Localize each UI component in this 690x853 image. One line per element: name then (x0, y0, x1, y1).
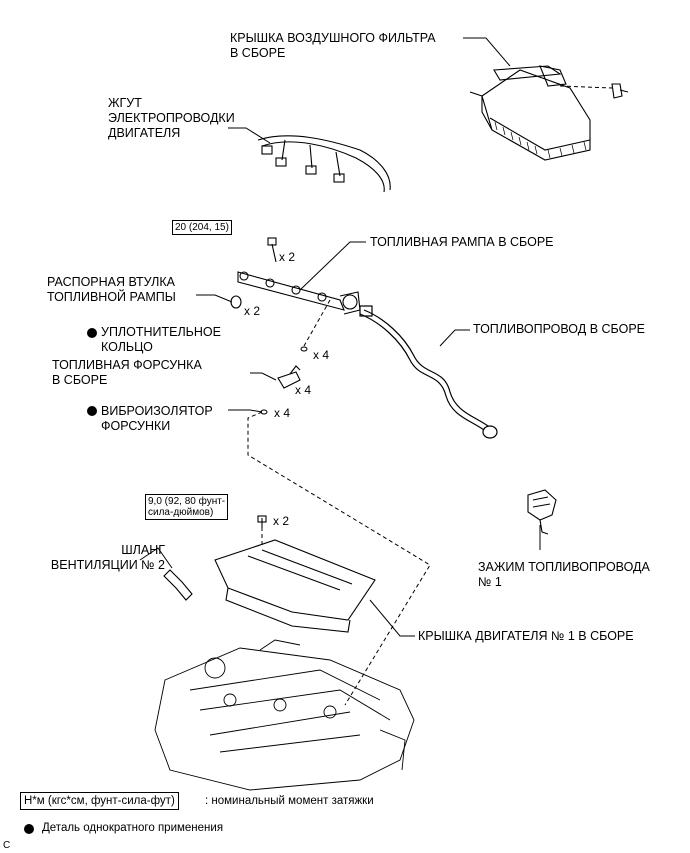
torque-box-rail-bolt: 20 (204, 15) (172, 220, 232, 235)
label-vent-hose-line2: ВЕНТИЛЯЦИИ № 2 (50, 558, 165, 572)
label-injector-line2: В СБОРЕ (52, 373, 108, 387)
non-reusable-dot-icon (87, 328, 97, 338)
qty-injector: x 4 (295, 383, 312, 397)
dashed-line-assembly (247, 411, 431, 706)
engine-cover-drawing (214, 515, 376, 633)
legend-torque-unit: Н*м (кгс*см, фунт-сила-фут) (20, 792, 179, 810)
label-insulator-line2: ФОРСУНКИ (101, 419, 171, 433)
torque-box-cover-nut-line2: сила-дюймов) (148, 507, 214, 518)
label-engine-cover: КРЫШКА ДВИГАТЕЛЯ № 1 В СБОРЕ (418, 629, 634, 643)
label-fuel-pipe: ТОПЛИВОПРОВОД В СБОРЕ (473, 322, 645, 336)
label-pipe-clamp: ЗАЖИМ ТОПЛИВОПРОВОДА № 1 (478, 560, 650, 590)
fuel-pipe-drawing (359, 305, 498, 439)
qty-o-ring: x 4 (313, 348, 330, 362)
label-o-ring-line1: УПЛОТНИТЕЛЬНОЕ (101, 325, 221, 339)
corner-mark: C (3, 840, 11, 851)
label-rail-spacer: РАСПОРНАЯ ВТУЛКА ТОПЛИВНОЙ РАМПЫ (47, 275, 176, 305)
label-insulator-line1: ВИБРОИЗОЛЯТОР (101, 404, 213, 418)
ventilation-hose-drawing (163, 569, 193, 601)
qty-spacer: x 2 (244, 304, 261, 318)
leader-insulator (228, 409, 263, 413)
engine-wire-harness-drawing (257, 135, 391, 193)
label-engine-wire-line3: ДВИГАТЕЛЯ (108, 126, 181, 140)
o-ring-drawing (300, 346, 308, 352)
label-pipe-clamp-line1: ЗАЖИМ ТОПЛИВОПРОВОДА (478, 560, 650, 574)
label-air-filter-cap-line1: КРЫШКА ВОЗДУШНОГО ФИЛЬТРА (230, 31, 436, 45)
leader-engine-cover (369, 599, 415, 637)
leader-engine-wire (228, 127, 271, 144)
qty-insulator: x 4 (274, 406, 291, 420)
label-rail-spacer-line1: РАСПОРНАЯ ВТУЛКА (47, 275, 175, 289)
legend-non-reusable: Деталь однократного применения (42, 822, 224, 834)
legend-non-reusable-dot-icon (24, 824, 34, 834)
qty-bolt: x 2 (279, 250, 296, 264)
leader-injector (250, 372, 277, 381)
fuel-pipe-clamp-drawing (527, 489, 557, 535)
leader-rail-spacer (196, 294, 233, 303)
label-vent-hose: ШЛАНГ ВЕНТИЛЯЦИИ № 2 (10, 543, 165, 573)
leader-vent-hose (139, 547, 173, 569)
air-filter-cap-drawing (469, 65, 629, 161)
non-reusable-dot-icon (87, 406, 97, 416)
label-engine-wire: ЖГУТ ЭЛЕКТРОПРОВОДКИ ДВИГАТЕЛЯ (108, 96, 235, 141)
label-air-filter-cap: КРЫШКА ВОЗДУШНОГО ФИЛЬТРА В СБОРЕ (230, 31, 436, 61)
label-fuel-rail: ТОПЛИВНАЯ РАМПА В СБОРЕ (370, 235, 554, 249)
label-engine-wire-line2: ЭЛЕКТРОПРОВОДКИ (108, 111, 235, 125)
legend-torque-desc: : номинальный момент затяжки (205, 795, 374, 807)
label-insulator: ВИБРОИЗОЛЯТОР ФОРСУНКИ (101, 404, 213, 434)
engine-block-drawing (154, 639, 415, 791)
insulator-drawing (260, 409, 268, 415)
injector-drawing (277, 365, 301, 389)
fuel-rail-drawing (230, 237, 361, 315)
dashed-line-air-filter (559, 85, 613, 89)
leader-fuel-rail (299, 241, 366, 291)
label-engine-wire-line1: ЖГУТ (108, 96, 142, 110)
label-pipe-clamp-line2: № 1 (478, 575, 502, 589)
torque-box-cover-nut-line1: 9,0 (92, 80 фунт- (148, 496, 226, 507)
label-rail-spacer-line2: ТОПЛИВНОЙ РАМПЫ (47, 290, 176, 304)
label-o-ring: УПЛОТНИТЕЛЬНОЕ КОЛЬЦО (101, 325, 221, 355)
qty-cover-nut: x 2 (273, 514, 290, 528)
leader-fuel-pipe (439, 329, 470, 347)
label-air-filter-cap-line2: В СБОРЕ (230, 46, 286, 60)
label-vent-hose-line1: ШЛАНГ (121, 543, 165, 557)
dashed-line-rail (303, 299, 331, 347)
torque-box-cover-nut: 9,0 (92, 80 фунт- сила-дюймов) (145, 494, 229, 520)
leader-air-filter-cap (463, 37, 511, 67)
label-injector-line1: ТОПЛИВНАЯ ФОРСУНКА (52, 358, 202, 372)
label-injector: ТОПЛИВНАЯ ФОРСУНКА В СБОРЕ (52, 358, 202, 388)
label-o-ring-line2: КОЛЬЦО (101, 340, 153, 354)
